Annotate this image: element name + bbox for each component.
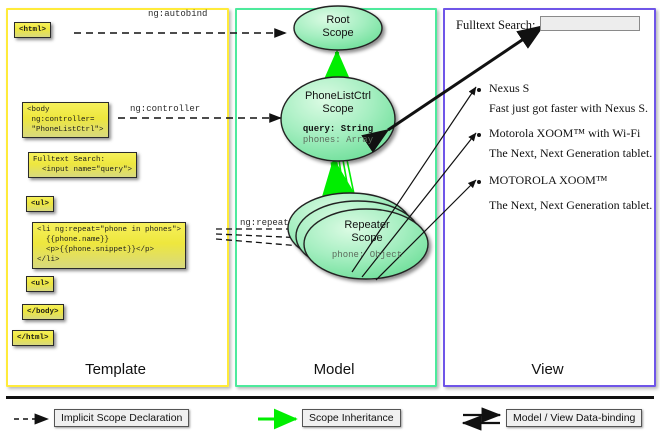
view-item-snippet: Fast just got faster with Nexus S.: [489, 101, 648, 115]
panel-template: [6, 8, 229, 387]
legend-item-scope-inheritance: Scope Inheritance: [302, 409, 401, 427]
panel-label-template: Template: [85, 361, 146, 378]
edge-label-ng-controller: ng:controller: [130, 104, 201, 114]
view-search-input[interactable]: [540, 16, 640, 31]
view-item-snippet: The Next, Next Generation tablet.: [489, 146, 653, 160]
view-item-name: MOTOROLA XOOM™: [489, 173, 608, 187]
legend-item-implicit-scope-declaration: Implicit Scope Declaration: [54, 409, 190, 427]
panel-model: [235, 8, 437, 387]
view-list-bullet: [477, 88, 481, 92]
legend-divider: [6, 396, 654, 399]
template-box-search-input: Fulltext Search: <input name="query">: [28, 152, 138, 179]
template-box-ul-open: <ul>: [26, 196, 55, 213]
view-list-bullet: [477, 180, 481, 184]
legend-item-model-view-data-binding: Model / View Data-binding: [506, 409, 643, 427]
template-box-li-repeat: <li ng:repeat="phone in phones"> {{phone…: [32, 222, 187, 269]
panel-label-model: Model: [313, 361, 355, 378]
view-item-name: Motorola XOOM™ with Wi-Fi: [489, 126, 641, 140]
view-item-snippet: The Next, Next Generation tablet.: [489, 198, 653, 212]
view-search-label: Fulltext Search:: [456, 18, 536, 32]
template-box-ul-close: <ul>: [26, 276, 55, 293]
template-box-html-close: </html>: [12, 330, 54, 347]
edge-label-ng-autobind: ng:autobind: [148, 9, 208, 19]
edge-label-ng-repeat: ng:repeat: [240, 218, 289, 228]
panel-label-view: View: [531, 361, 564, 378]
template-box-body-close: </body>: [22, 304, 64, 321]
template-box-html: <html>: [14, 22, 52, 39]
view-list-bullet: [477, 133, 481, 137]
template-box-body: <body ng:controller= "PhoneListCtrl">: [22, 102, 109, 139]
view-item-name: Nexus S: [489, 81, 530, 95]
